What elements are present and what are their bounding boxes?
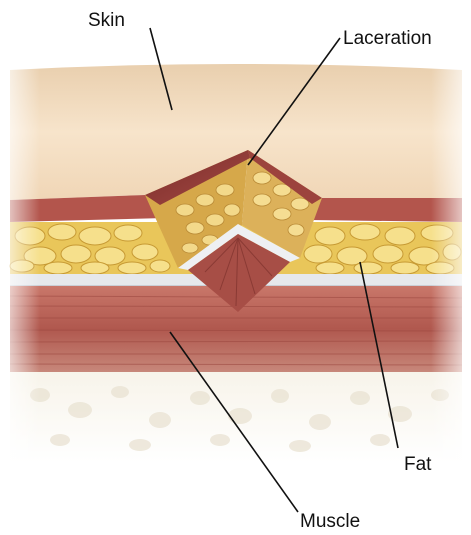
- deep-tissue-layer: [10, 372, 462, 462]
- muscle-label: Muscle: [300, 511, 360, 532]
- skin-label: Skin: [88, 10, 125, 31]
- laceration-label: Laceration: [343, 28, 432, 49]
- fat-label: Fat: [404, 454, 432, 475]
